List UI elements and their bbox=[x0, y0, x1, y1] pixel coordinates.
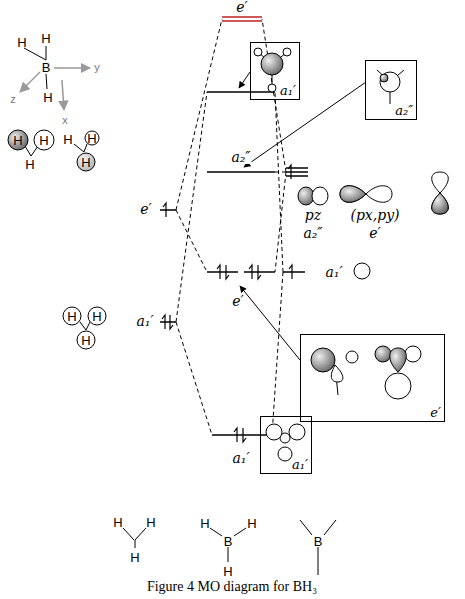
atom-label: B bbox=[42, 61, 51, 74]
callout-box: e′ bbox=[300, 334, 445, 422]
symmetry-label: (px,py) bbox=[349, 208, 400, 222]
axis-label: z bbox=[10, 94, 16, 105]
axis-label: y bbox=[94, 62, 100, 73]
symmetry-label: a₁′ bbox=[280, 84, 296, 97]
atom-label: H bbox=[25, 158, 34, 171]
axis-arrows bbox=[20, 68, 90, 110]
atom-label: B bbox=[314, 535, 323, 548]
atom-label: H bbox=[39, 134, 48, 147]
symmetry-label: a₁′ bbox=[135, 314, 154, 328]
symmetry-label: a₂″ bbox=[230, 150, 251, 164]
symmetry-label: e′ bbox=[139, 202, 152, 216]
atom-label: H bbox=[81, 156, 90, 169]
symmetry-label: a₁′ bbox=[231, 451, 250, 465]
callout-arrows bbox=[239, 72, 366, 360]
callout-box: a₂″ bbox=[365, 60, 417, 120]
figure-caption: Figure 4 MO diagram for BH₃ bbox=[147, 580, 317, 594]
boron-orbitals bbox=[298, 172, 448, 279]
callout-box: a₁′ bbox=[260, 416, 312, 474]
symmetry-label: a₁′ bbox=[324, 265, 343, 279]
energy-levels bbox=[160, 17, 308, 435]
atom-label: H bbox=[13, 134, 22, 147]
callout-box: a₁′ bbox=[250, 42, 300, 100]
symmetry-label: e′ bbox=[430, 406, 441, 419]
atom-label: H bbox=[130, 551, 139, 564]
atom-label: H bbox=[92, 310, 101, 323]
atom-label: H bbox=[146, 516, 155, 529]
atom-label: B bbox=[224, 535, 233, 548]
symmetry-label: e′ bbox=[235, 0, 248, 14]
atom-label: H bbox=[41, 32, 50, 45]
symmetry-label: a₂″ bbox=[302, 226, 323, 240]
atom-label: H bbox=[63, 133, 72, 146]
symmetry-label: pz bbox=[304, 208, 322, 222]
atom-label: H bbox=[247, 517, 256, 530]
correlation-lines bbox=[176, 19, 286, 435]
atom-label: H bbox=[87, 132, 96, 145]
mo-sketches bbox=[254, 48, 421, 461]
atom-label: H bbox=[67, 310, 76, 323]
axis-label: x bbox=[62, 115, 68, 126]
atom-label: H bbox=[81, 334, 90, 347]
symmetry-label: a₁′ bbox=[292, 458, 308, 471]
electrons bbox=[162, 165, 292, 442]
symmetry-label: e′ bbox=[368, 226, 381, 240]
atom-label: H bbox=[43, 91, 52, 104]
h3-orbitals bbox=[8, 130, 106, 349]
symmetry-label: e′ bbox=[231, 294, 244, 308]
atom-label: H bbox=[223, 565, 232, 578]
symmetry-label: a₂″ bbox=[395, 104, 413, 117]
atom-label: H bbox=[17, 36, 26, 49]
atom-label: H bbox=[113, 516, 122, 529]
atom-label: H bbox=[200, 517, 209, 530]
